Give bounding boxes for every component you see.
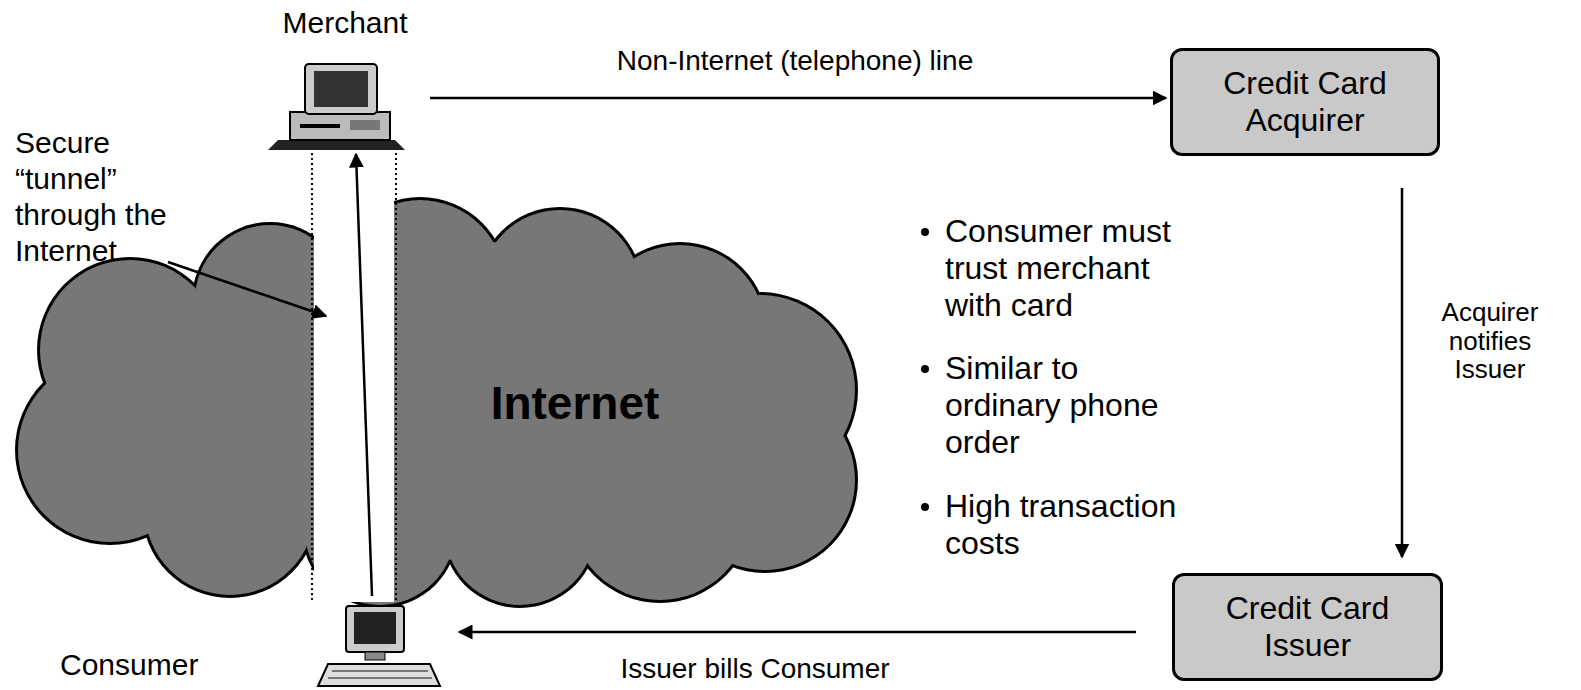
cloud-label: Internet <box>460 377 690 430</box>
flow-arrow <box>1401 188 1404 557</box>
flow-arrow <box>356 154 372 596</box>
merchant-node: Merchant <box>262 6 428 152</box>
flow-arrow <box>459 631 1136 634</box>
bullet-note: Consumer must trust merchant with card <box>945 213 1190 323</box>
acquirer-box: Credit Card Acquirer <box>1170 48 1440 156</box>
edge-label: Acquirer notifies Issuer <box>1410 298 1570 384</box>
flow-arrow <box>430 97 1166 100</box>
bullet-dots <box>921 228 929 511</box>
node-label: Merchant <box>262 6 428 41</box>
box-label: Credit Card Acquirer <box>1187 65 1423 139</box>
bullet-note: High transaction costs <box>945 488 1190 562</box>
consumer-computer-icon <box>318 606 440 686</box>
secure-tunnel <box>312 148 396 602</box>
edge-label: Non-Internet (telephone) line <box>560 46 1030 77</box>
edge-label: Issuer bills Consumer <box>520 654 990 685</box>
bullet-note: Similar to ordinary phone order <box>945 350 1190 460</box>
node-label: Consumer <box>60 648 260 683</box>
issuer-box: Credit Card Issuer <box>1172 573 1443 681</box>
internet-cloud: Internet <box>15 195 875 605</box>
cloud-shape <box>15 195 875 605</box>
consumer-node: Consumer <box>60 598 445 688</box>
callout-label: Secure “tunnel” through the Internet <box>15 125 200 269</box>
box-label: Credit Card Issuer <box>1189 590 1426 664</box>
merchant-computer-icon <box>268 64 405 150</box>
